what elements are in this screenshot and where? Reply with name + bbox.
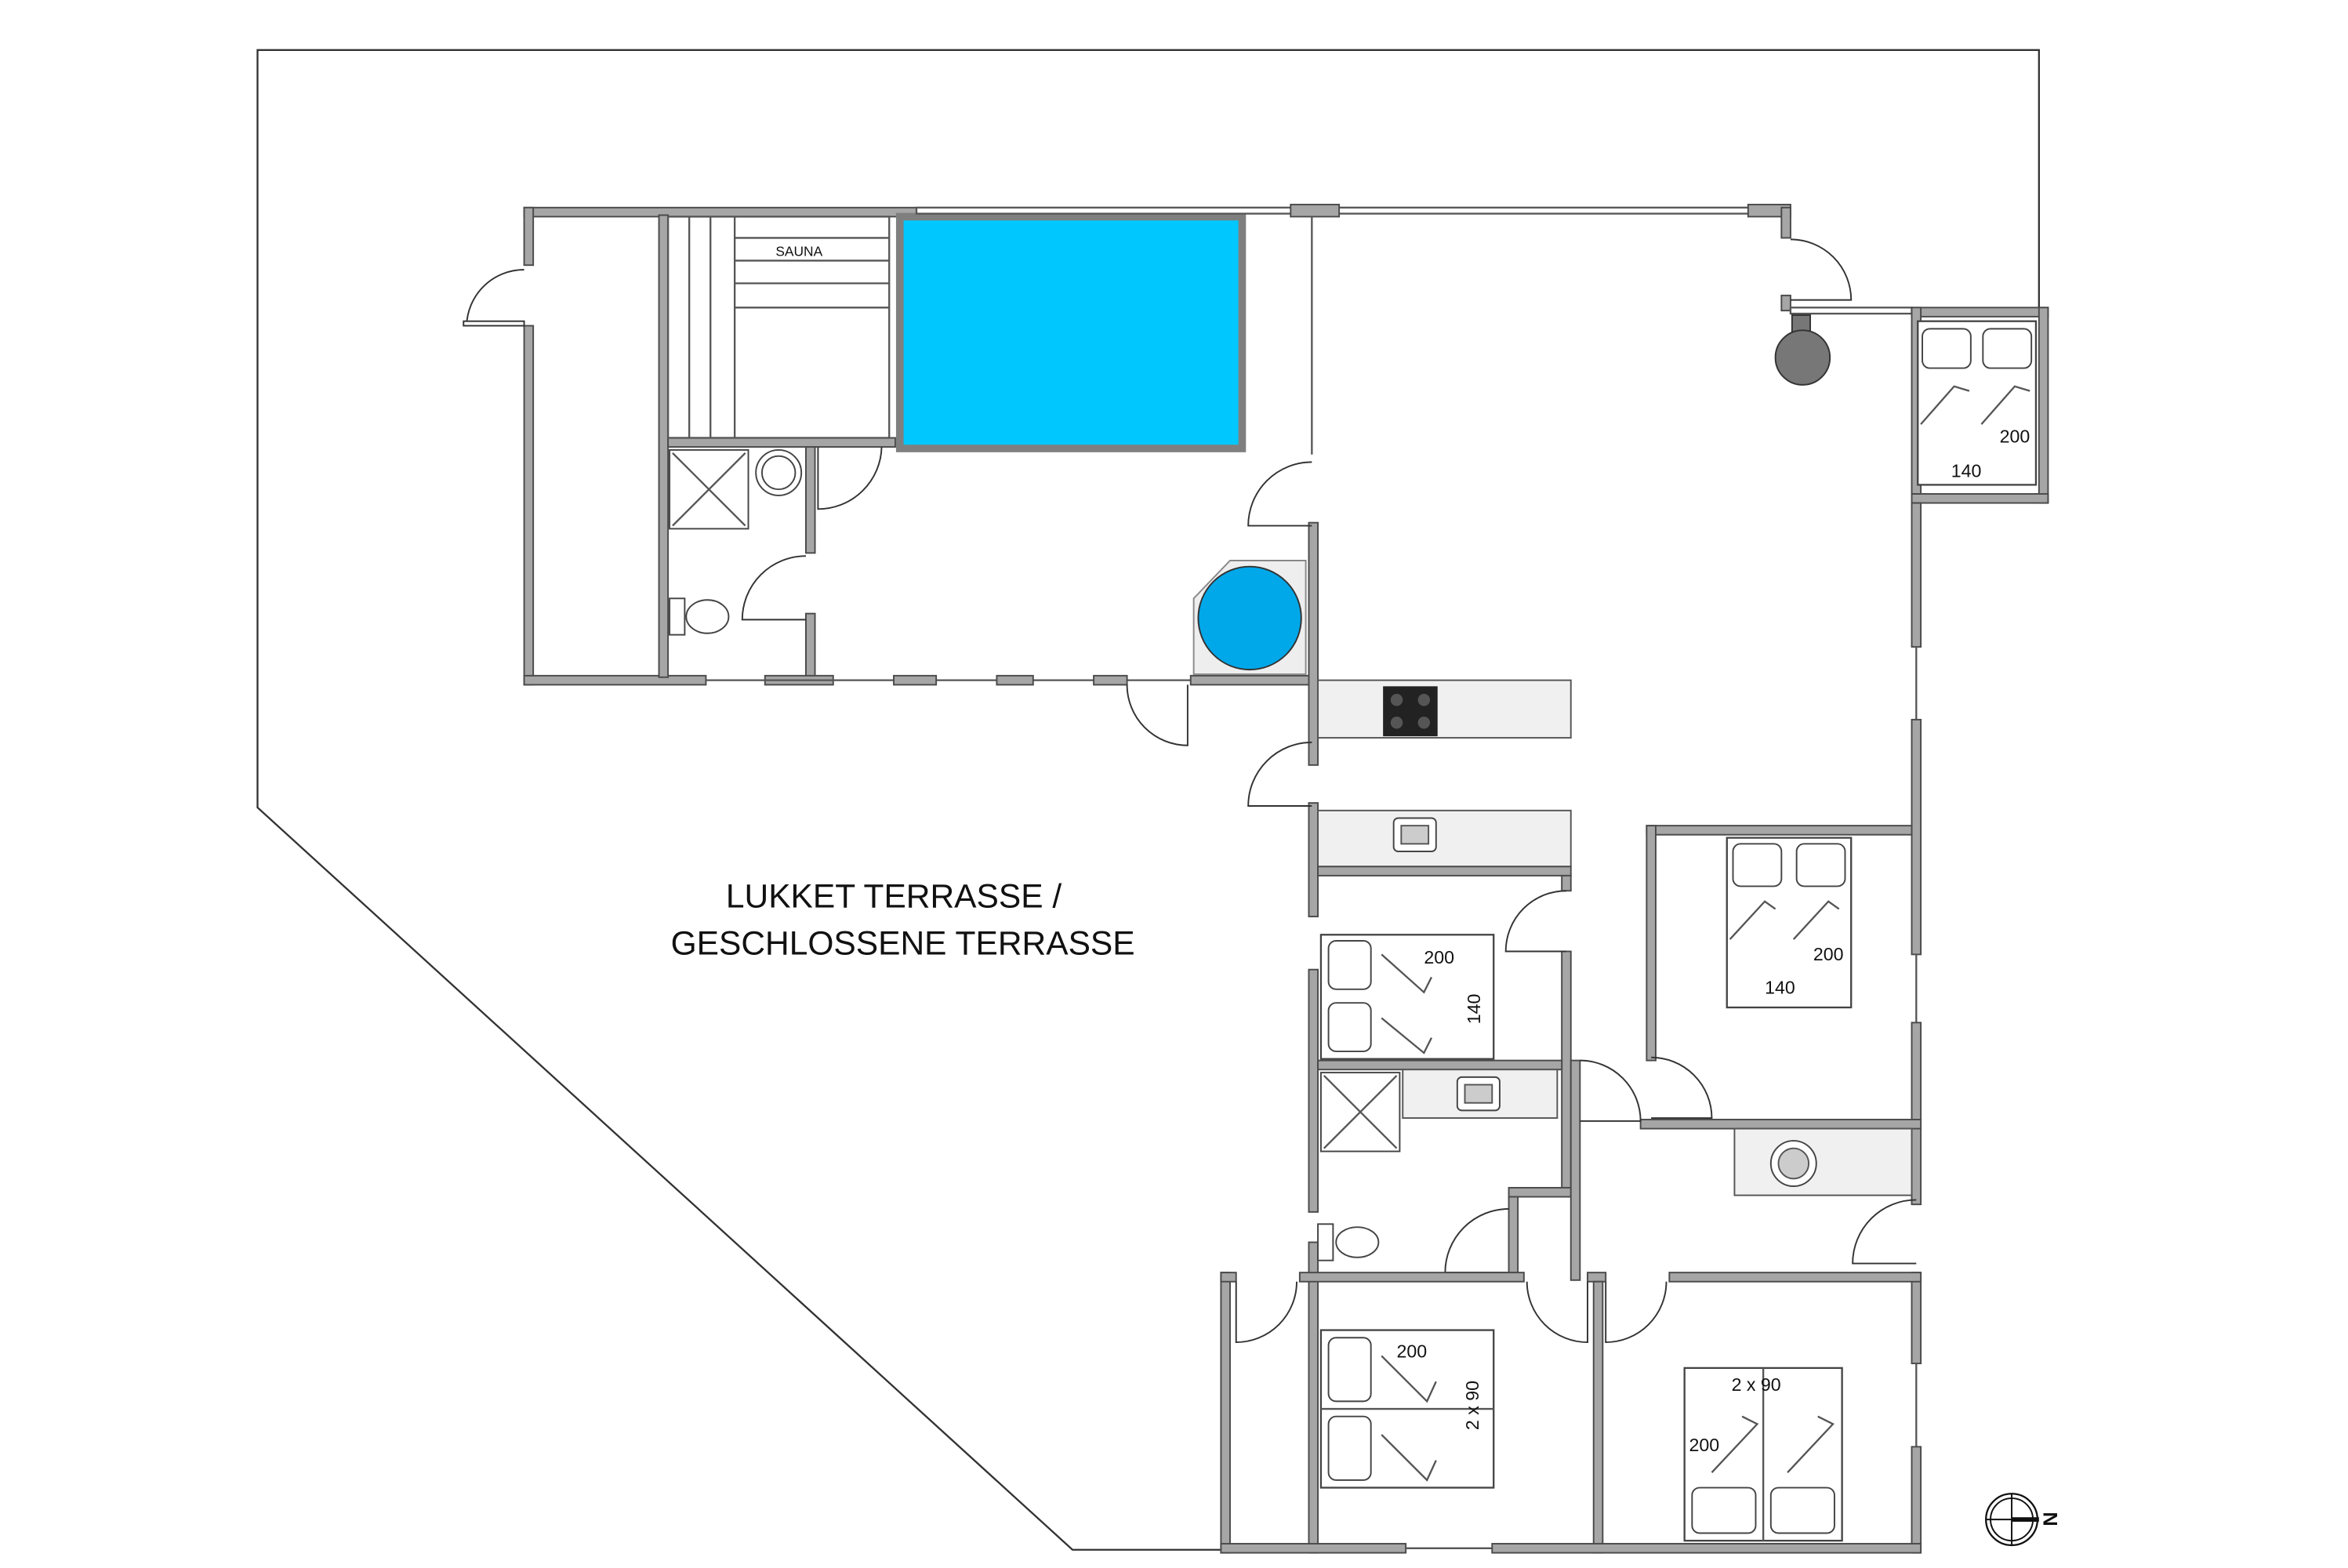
central-wall (1308, 216, 1319, 1554)
sauna-door[interactable] (817, 447, 883, 510)
washbasin-icon (1456, 1076, 1501, 1112)
washbasin-icon (755, 448, 803, 496)
kitchen-island (1317, 809, 1572, 868)
entrance-door[interactable] (1790, 238, 1853, 301)
bathroom-door-2[interactable] (1444, 1208, 1509, 1274)
bed-length-label: 200 (1689, 1435, 1719, 1455)
utility-counter (1733, 1127, 1913, 1196)
compass-north-label: N (2039, 1512, 2061, 1526)
bed-width-label: 2 x 90 (1462, 1381, 1482, 1430)
annex-walls (523, 206, 917, 686)
sauna-benches: SAUNA (666, 216, 891, 439)
bed-length-label: 200 (1813, 944, 1844, 964)
bed-middle-left: 200 140 (1319, 934, 1495, 1060)
bed-length-label: 200 (2000, 426, 2030, 446)
pool (895, 212, 1247, 452)
hob-icon (1383, 686, 1438, 737)
bed-width-label: 140 (1765, 978, 1795, 998)
bed-length-label: 200 (1397, 1341, 1428, 1361)
terrace-door[interactable] (1126, 684, 1189, 746)
bed-south-left: 200 2 x 90 (1319, 1329, 1495, 1489)
bed-width-label: 140 (1464, 994, 1484, 1025)
terrace-label: LUKKET TERRASSE / (726, 878, 1061, 915)
annex-door[interactable] (463, 269, 525, 327)
compass-icon: N (1985, 1493, 2061, 1547)
stove-icon (1774, 314, 1831, 386)
bedroom-door[interactable] (1526, 1281, 1588, 1344)
south-walls (1220, 1272, 1922, 1554)
toilet-icon (669, 597, 730, 636)
sink-icon (1392, 817, 1437, 852)
terrace-label-de: GESCHLOSSENE TERRASSE (671, 925, 1135, 962)
bed-length-label: 200 (1424, 947, 1454, 967)
bedroom-middle-left-walls (1317, 866, 1572, 1274)
whirlpool (1192, 560, 1307, 675)
south-west-door[interactable] (1235, 1281, 1297, 1344)
shower (669, 448, 749, 530)
hall-door-east[interactable] (1852, 1199, 1917, 1265)
bed-northeast: 140 200 (1917, 320, 2038, 486)
bed-south-right: 2 x 90 200 (1683, 1367, 1843, 1542)
shower-2 (1319, 1072, 1401, 1152)
bed-width-label: 2 x 90 (1732, 1374, 1781, 1395)
east-wall (1911, 307, 2049, 1554)
bed-width-label: 140 (1951, 461, 1982, 481)
hall-door[interactable] (1580, 1059, 1642, 1122)
bedroom-door[interactable] (1605, 1281, 1668, 1344)
toilet-icon (1317, 1223, 1380, 1261)
utility-sink-icon (1769, 1140, 1817, 1187)
kitchen-door[interactable] (1247, 741, 1312, 807)
sauna-label: SAUNA (775, 244, 822, 260)
bathroom-door[interactable] (741, 555, 806, 621)
bedroom-door[interactable] (1504, 890, 1566, 953)
kitchen-counter (1317, 679, 1572, 739)
bedroom-door[interactable] (1651, 1056, 1713, 1120)
living-door[interactable] (1247, 461, 1312, 527)
bed-middle-right: 140 200 (1726, 837, 1853, 1009)
lot-boundary (256, 49, 2040, 1551)
